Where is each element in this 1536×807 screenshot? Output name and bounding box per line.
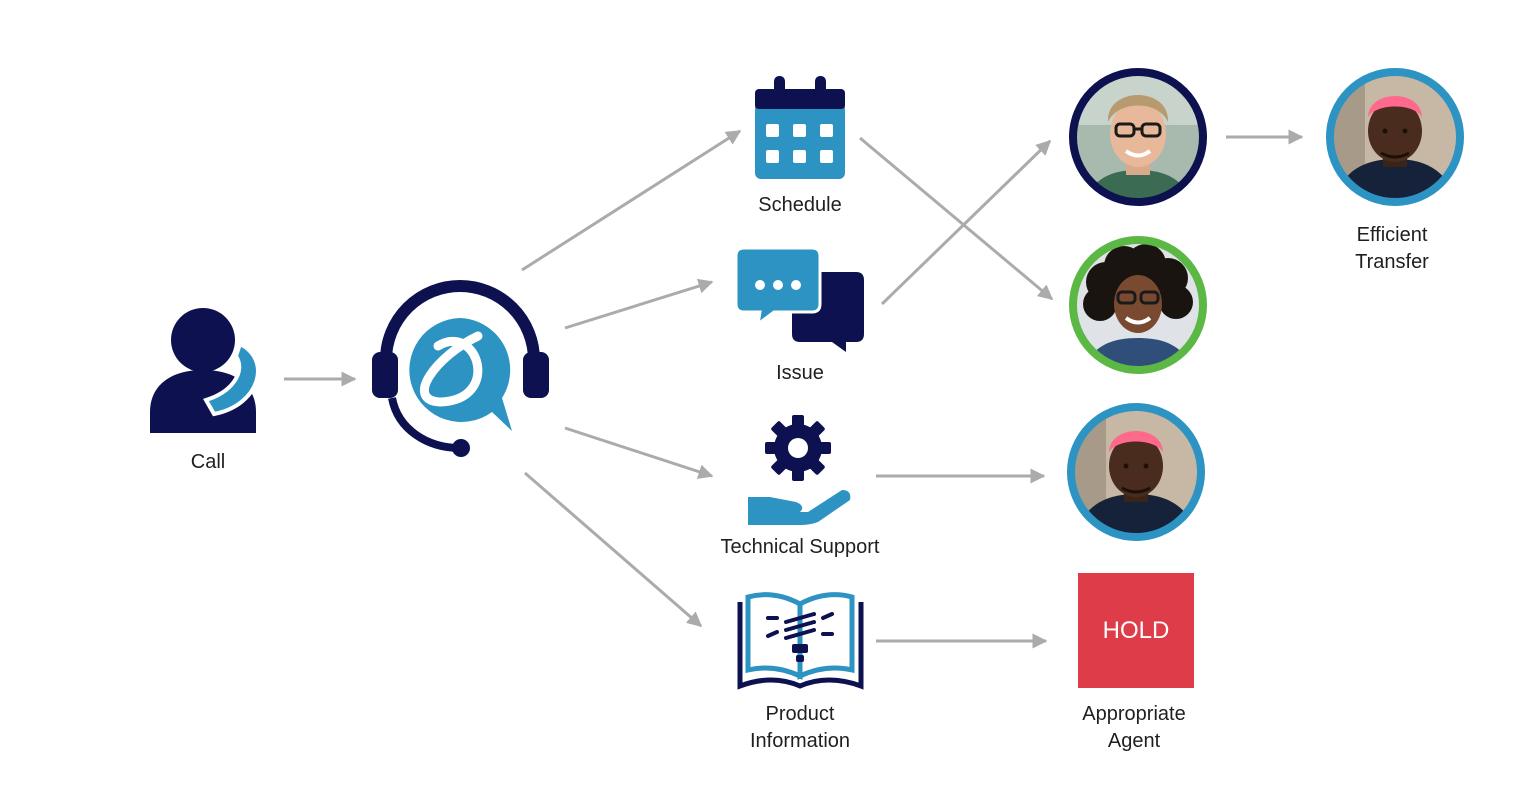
caller-phone-icon <box>150 308 260 433</box>
technical-support-label: Technical Support <box>720 536 880 558</box>
efficient-transfer-avatar <box>1326 68 1464 206</box>
arrow-router-to-product-info <box>524 471 703 628</box>
agent-woman-curly-avatar <box>1069 236 1207 374</box>
arrow-schedule-to-agent-2 <box>859 136 1054 301</box>
flow-arrows <box>284 129 1304 649</box>
product-information-label: Product Information <box>749 703 851 752</box>
agent-man-pink-hair-avatar <box>1067 403 1205 541</box>
call-label: Call <box>190 451 226 473</box>
arrow-issue-to-agent-1 <box>880 139 1052 306</box>
chat-bubbles-icon <box>734 246 864 352</box>
headset-logo-icon <box>372 280 549 457</box>
arrow-router-to-tech-support <box>564 426 714 479</box>
hold-box <box>1078 573 1194 688</box>
arrow-router-to-schedule <box>521 129 742 272</box>
appropriate-agent-label: Appropriate Agent <box>1082 703 1186 752</box>
efficient-transfer-label: Efficient Transfer <box>1355 224 1429 273</box>
hold-text: HOLD <box>1102 616 1170 644</box>
calendar-icon <box>755 76 845 179</box>
arrow-router-to-issue <box>564 278 714 330</box>
gear-hand-icon <box>748 415 851 525</box>
book-lightbulb-icon <box>737 592 864 690</box>
schedule-label: Schedule <box>758 194 842 216</box>
agent-man-glasses-avatar <box>1069 68 1207 206</box>
issue-label: Issue <box>776 362 824 384</box>
